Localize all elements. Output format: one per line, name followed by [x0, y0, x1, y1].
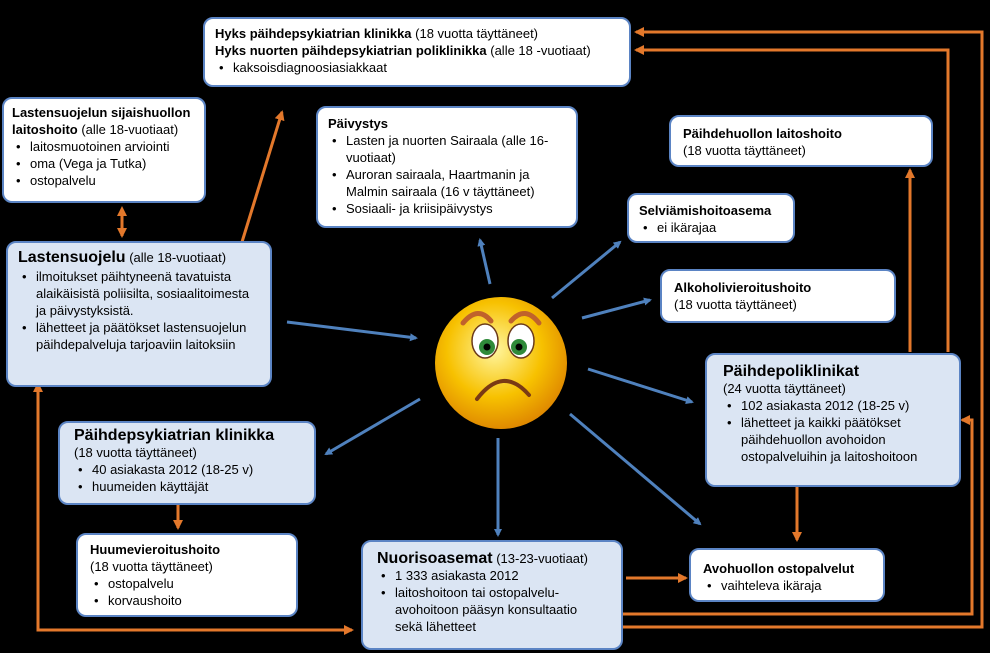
klinikka-sub: (18 vuotta täyttäneet)	[74, 445, 197, 460]
paivystys-box: Päivystys Lasten ja nuorten Sairaala (al…	[316, 106, 578, 228]
arrow-face-to-klinikka	[324, 397, 421, 456]
arrow-nuorisoasemat-to-hyks	[618, 27, 984, 629]
sijaishuolto-item: oma (Vega ja Tutka)	[16, 155, 196, 172]
lastensuojelu-item: lähetteet ja päätökset lastensuojelun pä…	[22, 319, 260, 353]
alkoholi-sub: (18 vuotta täyttäneet)	[674, 297, 797, 312]
poliklinikat-item: 102 asiakasta 2012 (18-25 v)	[727, 397, 943, 414]
nuorisoasemat-item: laitoshoitoon tai ostopalvelu-avohoitoon…	[381, 584, 607, 635]
huume-title: Huumevieroitushoito	[90, 542, 221, 557]
arrow-nuorisoasemat-to-poliklinikat	[618, 415, 974, 616]
lastensuojelu-box: Lastensuojelu (alle 18-vuotiaat) ilmoitu…	[6, 241, 272, 387]
huume-box: Huumevieroitushoito (18 vuotta täyttänee…	[76, 533, 298, 617]
laitoshoito-title: Päihdehuollon laitoshoito	[683, 126, 842, 141]
arrow-lastensuojelu-to-face	[286, 320, 418, 342]
arrow-face-to-paivystys	[477, 238, 492, 285]
huume-item: ostopalvelu	[94, 575, 284, 592]
arrow-poliklinikat-to-hyks-1	[634, 45, 950, 352]
arrow-lastensuojelu-to-hyks	[240, 110, 285, 243]
selviamis-box: Selviämishoitoasema ei ikärajaa	[627, 193, 795, 243]
lastensuojelu-item: ilmoitukset päihtyneenä tavatuista alaik…	[22, 268, 260, 319]
poliklinikat-sub: (24 vuotta täyttäneet)	[723, 381, 846, 396]
huume-item: korvaushoito	[94, 592, 284, 609]
klinikka-item: huumeiden käyttäjät	[78, 478, 300, 495]
hyks-box: Hyks päihdepsykiatrian klinikka (18 vuot…	[203, 17, 631, 87]
paivystys-title: Päivystys	[328, 116, 388, 131]
paivystys-item: Auroran sairaala, Haartmanin ja Malmin s…	[332, 166, 566, 200]
laitoshoito-box: Päihdehuollon laitoshoito (18 vuotta täy…	[669, 115, 933, 167]
avohuolto-item: vaihteleva ikäraja	[707, 577, 871, 594]
sijaishuolto-box: Lastensuojelun sijaishuollon laitoshoito…	[2, 97, 206, 203]
klinikka-box: Päihdepsykiatrian klinikka (18 vuotta tä…	[58, 421, 316, 505]
klinikka-item: 40 asiakasta 2012 (18-25 v)	[78, 461, 300, 478]
sijaishuolto-item: laitosmuotoinen arviointi	[16, 138, 196, 155]
alkoholi-box: Alkoholivieroitushoito (18 vuotta täyttä…	[660, 269, 896, 323]
hyks-item: kaksoisdiagnoosiasiakkaat	[219, 59, 619, 76]
arrow-lastensuojelu-nuorisoasemat	[33, 382, 354, 635]
laitoshoito-sub: (18 vuotta täyttäneet)	[683, 143, 806, 158]
poliklinikat-item: lähetteet ja kaikki päätökset päihdehuol…	[727, 414, 943, 465]
hyks-line1-title: Hyks päihdepsykiatrian klinikka	[215, 26, 412, 41]
paivystys-item: Sosiaali- ja kriisipäivystys	[332, 200, 566, 217]
sijaishuolto-title: Lastensuojelun sijaishuollon laitoshoito	[12, 105, 191, 137]
hyks-line2-rest: (alle 18 -vuotiaat)	[486, 43, 591, 58]
nuorisoasemat-title: Nuorisoasemat	[377, 550, 493, 567]
arrow-face-to-alkoholi	[581, 297, 652, 320]
alkoholi-title: Alkoholivieroitushoito	[674, 280, 812, 295]
hyks-line2-title: Hyks nuorten päihdepsykiatrian poliklini…	[215, 43, 487, 58]
selviamis-item: ei ikärajaa	[643, 219, 783, 236]
arrow-face-to-poliklinikat	[587, 367, 694, 404]
arrow-face-to-selviamis	[551, 240, 622, 300]
avohuolto-title: Avohuollon ostopalvelut	[703, 561, 855, 576]
arrow-face-to-avohuolto	[569, 412, 702, 526]
hyks-line1-rest: (18 vuotta täyttäneet)	[411, 26, 539, 41]
huume-sub: (18 vuotta täyttäneet)	[90, 559, 213, 574]
poliklinikat-title: Päihdepoliklinikat	[723, 363, 860, 380]
lastensuojelu-rest: (alle 18-vuotiaat)	[125, 250, 227, 265]
nuorisoasemat-item: 1 333 asiakasta 2012	[381, 567, 607, 584]
klinikka-title: Päihdepsykiatrian klinikka	[74, 427, 275, 444]
sad-face-icon	[435, 297, 567, 429]
avohuolto-box: Avohuollon ostopalvelut vaihteleva ikära…	[689, 548, 885, 602]
selviamis-title: Selviämishoitoasema	[639, 203, 772, 218]
poliklinikat-box: Päihdepoliklinikat (24 vuotta täyttäneet…	[705, 353, 961, 487]
sijaishuolto-rest: (alle 18-vuotiaat)	[77, 122, 179, 137]
paivystys-item: Lasten ja nuorten Sairaala (alle 16-vuot…	[332, 132, 566, 166]
sijaishuolto-item: ostopalvelu	[16, 172, 196, 189]
nuorisoasemat-box: Nuorisoasemat (13-23-vuotiaat) 1 333 asi…	[361, 540, 623, 650]
lastensuojelu-title: Lastensuojelu	[18, 249, 126, 266]
nuorisoasemat-rest: (13-23-vuotiaat)	[492, 551, 588, 566]
